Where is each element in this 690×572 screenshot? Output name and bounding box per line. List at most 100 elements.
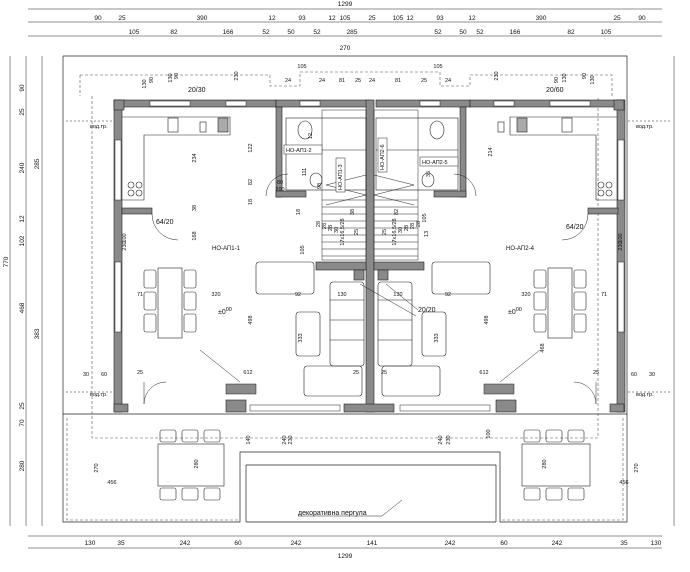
dimension-value: 38 [350,209,356,215]
dimension-value: 234 [192,153,198,162]
dimension-value: 24 [445,78,451,84]
roof-outline [66,71,624,521]
room-ap2-6: НО-АП2-6 [380,144,386,170]
chair [159,487,177,501]
dimension-value: 52 [434,29,442,36]
chair [523,487,541,501]
level-right: ±000 [508,307,522,316]
dimension-value: 456 [107,480,116,486]
dimension-value: 390 [197,15,208,22]
dimension-value: 52 [476,29,484,36]
dimension-value: 285 [34,158,41,169]
dimension-value: 12 [328,15,336,22]
dimension-value: 35 [620,540,628,547]
dimension-value: 35 [426,171,432,177]
dimension-value: 333 [298,333,304,342]
chair [181,429,199,443]
dimension-value: 25 [354,229,360,235]
kitchen-counters [122,116,617,201]
stair-label: 28 [328,225,334,231]
dimension-value: 25 [118,15,126,22]
dimension-value: 24 [319,78,325,84]
dimension-value: 71 [137,292,143,298]
dimension-value: 25 [613,15,621,22]
dimension-value: 12 [406,15,414,22]
section-lines [66,120,672,393]
dimension-value: 60 [234,540,242,547]
dimension-value: 25 [19,108,26,116]
dimension-value: 130 [651,540,662,547]
dimension-value: 90 [582,73,588,79]
dimension-value: 82 [248,179,254,185]
dim-270: 270 [340,45,351,52]
dimension-value: 30 [649,372,655,378]
dimension-value: 166 [510,29,521,36]
total-bottom: 1299 [338,553,353,560]
dimension-value: 130 [337,292,346,298]
dimension-value: 111 [302,168,308,176]
dimension-value: 498 [248,315,254,324]
chair [573,291,587,311]
dimension-value: 105 [433,64,442,70]
stair-label: 17x16,5/28 [392,218,398,245]
dimension-value: 280 [542,459,548,468]
stair-label: 17x16,5/28 [340,218,346,245]
chair [159,429,177,443]
dimension-value: 200 [275,187,284,193]
room-ap1-1: НО-АП1-1 [212,246,241,252]
dimension-value: 81 [339,78,345,84]
dimension-value: 50 [459,29,467,36]
dimension-value: 12 [308,133,314,139]
stair-label: 28 [404,225,410,231]
total-left: 770 [3,256,10,267]
dimension-value: 242 [552,540,563,547]
chair [573,269,587,289]
dimension-value: 214 [488,147,494,156]
label-20-30: 20/30 [188,87,206,94]
chair [203,487,221,501]
dimension-value: 90 [19,84,26,92]
dimension-value: 122 [248,143,254,152]
dimension-value: 270 [634,463,640,472]
room-ap2-4: НО-АП2-4 [506,246,535,252]
windows [114,100,625,412]
dimension-value: 93 [436,15,444,22]
vod-right-bottom: вод.тр. [636,392,654,398]
dimension-value: 24 [285,78,291,84]
dimension-value: 612 [479,370,488,376]
dimension-value: 130 [85,540,96,547]
dimension-value: 81 [395,78,401,84]
dimension-value: 71 [601,292,607,298]
dimension-value: 230 [122,241,128,250]
chair [183,313,197,333]
dimension-value: 70 [19,419,26,427]
dimension-value: 60 [101,372,107,378]
dimension-value: 25 [381,370,387,376]
dimension-value: 100 [618,233,624,242]
dimension-value: 140 [246,435,252,444]
dimension-value: 24 [369,78,375,84]
dimension-value: 612 [243,370,252,376]
chair [533,291,547,311]
dimension-value: 18 [248,199,254,205]
dimension-value: 141 [367,540,378,547]
dimension-value: 100 [122,233,128,242]
label-20-60: 20/60 [546,87,564,94]
dimension-value: 12 [19,215,26,223]
dimension-value: 230 [494,71,500,80]
dimension-value: 285 [347,29,358,36]
stair-label: 28 [416,221,422,227]
dimension-value: 242 [445,540,456,547]
chair [143,291,157,311]
dimension-value: 30 [83,372,89,378]
dimension-value: 90 [174,73,180,79]
dimension-value: 90 [554,77,560,83]
dimension-value: 242 [291,540,302,547]
dimension-value: 25 [368,15,376,22]
dimension-value: 25 [355,78,361,84]
